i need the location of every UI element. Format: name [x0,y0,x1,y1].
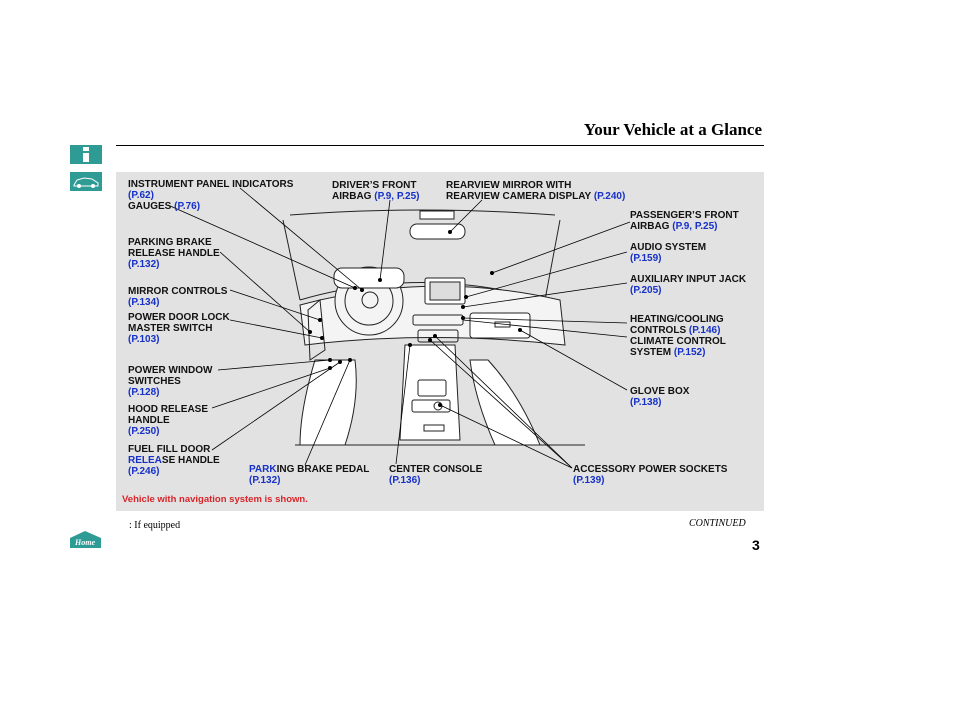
info-button[interactable] [70,145,102,164]
page-link[interactable]: (P.250) [128,426,160,437]
label-parking-brake-handle: PARKING BRAKE RELEASE HANDLE (P.132) [128,237,220,270]
home-button[interactable]: Home [69,530,102,549]
label-text: RELEASE HANDLE [128,248,220,259]
page-number: 3 [752,537,760,553]
label-text: POWER WINDOW [128,365,213,376]
page-link[interactable]: (P.132) [249,475,281,486]
label-rearview-mirror: REARVIEW MIRROR WITH REARVIEW CAMERA DIS… [446,180,625,202]
label-instrument-panel: INSTRUMENT PANEL INDICATORS (P.62) GAUGE… [128,179,293,212]
label-audio-system: AUDIO SYSTEM (P.159) [630,242,706,264]
label-text: DRIVER’S FRONT [332,180,417,191]
label-text: FUEL FILL DOOR [128,444,211,455]
page-link[interactable]: (P.9, P.25) [374,191,420,202]
label-text: CONTROLS [630,325,689,336]
label-text: MASTER SWITCH [128,323,213,334]
label-mirror-controls: MIRROR CONTROLS (P.134) [128,286,227,308]
page-link[interactable]: RELEA [128,455,162,466]
car-icon [73,177,99,188]
navigation-note: Vehicle with navigation system is shown. [122,494,308,505]
label-text: MIRROR CONTROLS [128,286,228,297]
page-link[interactable]: (P.240) [593,191,626,202]
label-text: AUDIO SYSTEM [630,242,707,253]
label-text: HEATING/COOLING [630,314,724,325]
vehicle-button[interactable] [70,172,102,191]
label-text: GAUGES [128,201,175,212]
page-link[interactable]: (P.136) [389,475,421,486]
label-auxiliary-jack: AUXILIARY INPUT JACK (P.205) [630,274,746,296]
label-fuel-door: FUEL FILL DOOR RELEASE HANDLE (P.246) [128,444,220,477]
page-link[interactable]: (P.138) [630,397,662,408]
label-center-console: CENTER CONSOLE (P.136) [389,464,482,486]
label-text: REARVIEW MIRROR WITH [446,180,572,191]
page-link[interactable]: (P.205) [630,285,662,296]
page-link[interactable]: (P.62) [128,190,154,201]
label-text: CLIMATE CONTROL [630,336,726,347]
page-link[interactable]: PARK [249,464,277,475]
label-heating-cooling: HEATING/COOLING CONTROLS (P.146) CLIMATE… [630,314,726,358]
label-text: PASSENGER’S FRONT [630,210,739,221]
label-text: ACCESSORY POWER SOCKETS [573,464,728,475]
page-link[interactable]: (P.246) [128,466,160,477]
label-power-window: POWER WINDOW SWITCHES (P.128) [128,365,212,398]
home-label: Home [74,538,95,547]
label-glove-box: GLOVE BOX (P.138) [630,386,689,408]
home-icon: Home [70,531,101,548]
title-rule [116,145,764,146]
label-accessory-sockets: ACCESSORY POWER SOCKETS (P.139) [573,464,727,486]
label-text: HANDLE [128,415,170,426]
label-hood-release: HOOD RELEASE HANDLE (P.250) [128,404,208,437]
label-text: SE HANDLE [161,455,220,466]
label-text: POWER DOOR LOCK [128,312,230,323]
label-text: HOOD RELEASE [128,404,209,415]
label-text: AIRBAG [630,221,673,232]
label-text: ING BRAKE PEDAL [276,464,370,475]
page-link[interactable]: (P.103) [128,334,160,345]
label-text: SWITCHES [128,376,181,387]
label-driver-airbag: DRIVER’S FRONT AIRBAG (P.9, P.25) [332,180,419,202]
label-text: AIRBAG [332,191,375,202]
label-text: REARVIEW CAMERA DISPLAY [446,191,594,202]
info-icon [83,147,89,162]
page-link[interactable]: (P.159) [630,253,662,264]
label-text: SYSTEM [630,347,674,358]
page-title: Your Vehicle at a Glance [583,120,762,139]
continued-label: CONTINUED [689,518,746,529]
page-link[interactable]: (P.9, P.25) [672,221,718,232]
page-link[interactable]: (P.134) [128,297,160,308]
page-link[interactable]: (P.146) [688,325,721,336]
label-text: AUXILIARY INPUT JACK [630,274,747,285]
label-passenger-airbag: PASSENGER’S FRONT AIRBAG (P.9, P.25) [630,210,739,232]
label-text: PARKING BRAKE [128,237,212,248]
page-link[interactable]: (P.76) [174,201,201,212]
label-text: CENTER CONSOLE [389,464,483,475]
page-link[interactable]: (P.152) [673,347,706,358]
if-equipped-note: : If equipped [129,520,181,531]
label-power-door-lock: POWER DOOR LOCK MASTER SWITCH (P.103) [128,312,230,345]
page-link[interactable]: (P.139) [573,475,605,486]
page-link[interactable]: (P.132) [128,259,160,270]
label-parking-brake-pedal: PARKING BRAKE PEDAL (P.132) [249,464,369,486]
label-text: INSTRUMENT PANEL INDICATORS [128,179,294,190]
label-text: GLOVE BOX [630,386,690,397]
page-link[interactable]: (P.128) [128,387,160,398]
